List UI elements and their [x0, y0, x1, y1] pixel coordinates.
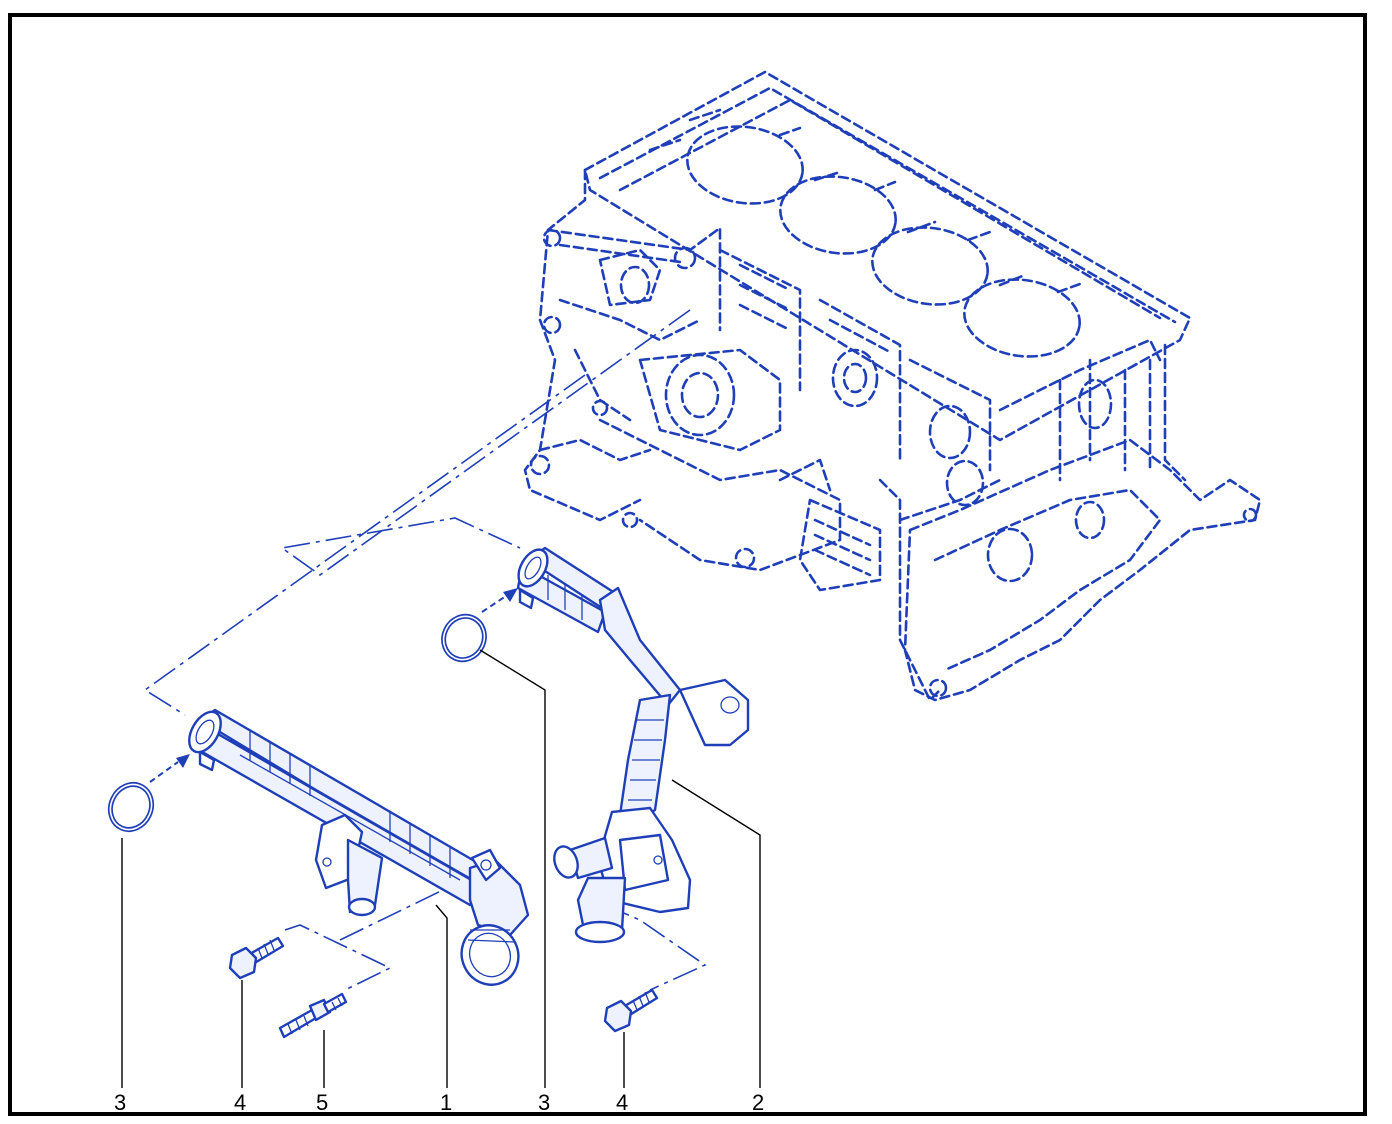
callout-4-right: 4: [616, 1090, 628, 1115]
callout-4-left: 4: [234, 1090, 246, 1115]
bolt-right: [603, 988, 659, 1033]
leader-lines: [121, 649, 761, 1088]
o-ring-upper: [441, 588, 518, 663]
callout-3-left: 3: [114, 1090, 126, 1115]
coolant-pipe-upper: [516, 546, 750, 944]
callout-3-right: 3: [538, 1090, 550, 1115]
bolt-left: [228, 936, 285, 980]
engine-block: [523, 70, 1262, 702]
leader-1: [435, 904, 448, 1088]
o-ring-lower: [107, 754, 190, 832]
diagram-border: [8, 13, 1367, 1116]
callout-2: 2: [752, 1090, 764, 1115]
stud: [278, 992, 348, 1039]
callout-1: 1: [440, 1090, 452, 1115]
leader-2: [671, 779, 761, 1088]
coolant-pipe-lower: [188, 708, 530, 986]
callout-5: 5: [316, 1090, 328, 1115]
callouts: 3 4 5 1 3 4 2: [114, 1090, 764, 1115]
leader-3-right: [479, 649, 546, 1088]
